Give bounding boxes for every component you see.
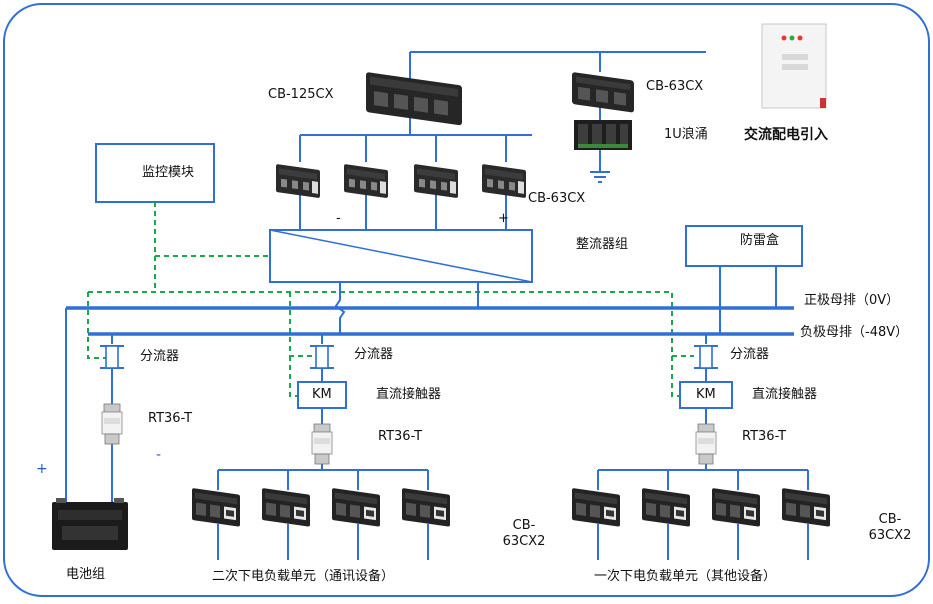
load1-label: 一次下电负载单元（其他设备）: [594, 569, 777, 584]
rectifier-minus-label: -: [336, 211, 341, 226]
cb63cx-mid-label: CB-63CX: [528, 191, 586, 206]
outer-frame: [3, 3, 930, 597]
fuse-left-icon: [101, 403, 123, 445]
ac-input-label: 交流配电引入: [744, 127, 828, 143]
mid-branch-lines: [217, 334, 429, 560]
km-mid-box: [297, 381, 347, 409]
battery-icon: [52, 498, 128, 550]
fuse-mid-icon: [311, 423, 333, 465]
cb125cx-label: CB-125CX: [268, 87, 334, 102]
load-breaker-mid-icon: [192, 488, 450, 527]
ac-feed-lines: [299, 51, 706, 230]
rt36-mid-label: RT36-T: [378, 429, 423, 444]
shunt-mid-icon: [309, 345, 335, 369]
rt36-right-label: RT36-T: [742, 429, 787, 444]
battery-minus-label: -: [156, 447, 162, 463]
rectifier-group-box: [269, 229, 533, 283]
signal-lines: [87, 202, 694, 397]
battery-plus-label: +: [36, 461, 48, 477]
rectifier-breaker-icon: [276, 164, 526, 199]
km-mid-label: KM: [312, 387, 332, 402]
cb63cx2-right-label: CB-63CX2: [868, 512, 912, 543]
distribution-cabinet-icon: [761, 23, 827, 109]
surge-1u-label: 1U浪涌: [664, 127, 708, 142]
rectifier-plus-label: +: [498, 211, 509, 226]
shunt-mid-label: 分流器: [354, 347, 394, 362]
right-branch-lines: [597, 334, 809, 560]
km-right-box: [679, 381, 733, 409]
shunt-right-icon: [693, 345, 719, 369]
surge-1u-icon: [574, 120, 632, 150]
shunt-left-label: 分流器: [140, 349, 180, 364]
load-breaker-right-icon: [572, 488, 830, 527]
km-right-label: KM: [696, 387, 716, 402]
cb63cx2-mid-label: CB-63CX2: [502, 518, 546, 549]
cb125cx-breaker-icon: [366, 72, 462, 126]
ground-icon: [590, 171, 610, 183]
cb63cx-top-breaker-icon: [572, 72, 634, 113]
negative-busbar-label: 负极母排（-48V）: [800, 325, 909, 340]
surge-box: [685, 225, 803, 267]
rt36-left-label: RT36-T: [148, 411, 193, 426]
cb63cx-top-label: CB-63CX: [646, 79, 704, 94]
positive-busbar-label: 正极母排（0V）: [804, 293, 900, 308]
fuse-right-icon: [695, 423, 717, 465]
contactor-mid-label: 直流接触器: [376, 387, 442, 402]
contactor-right-label: 直流接触器: [752, 387, 818, 402]
load2-label: 二次下电负载单元（通讯设备）: [212, 569, 395, 584]
monitor-module-box: [95, 143, 215, 203]
rectifier-group-label: 整流器组: [576, 237, 629, 252]
surge-box-label: 防雷盒: [740, 233, 780, 248]
shunt-right-label: 分流器: [730, 347, 770, 362]
battery-label: 电池组: [66, 567, 106, 582]
monitor-module-label: 监控模块: [142, 165, 195, 180]
